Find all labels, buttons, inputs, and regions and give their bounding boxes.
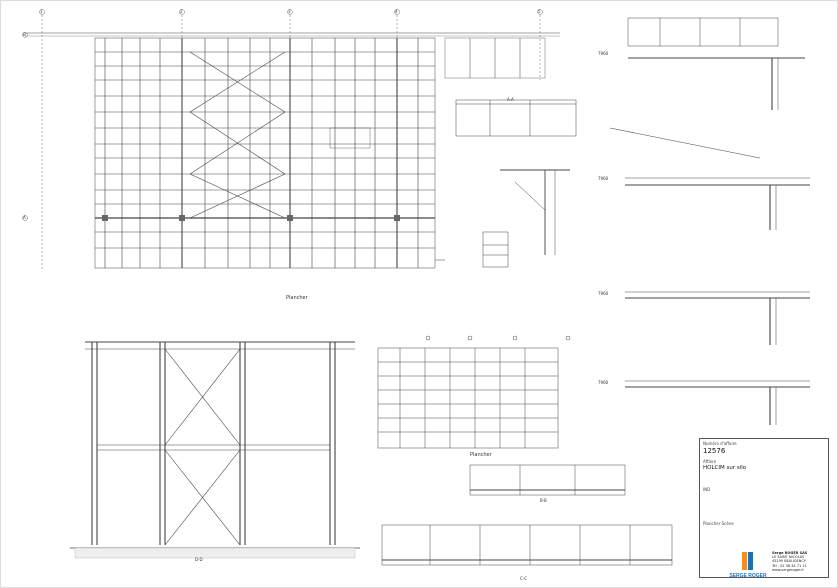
grid-col-2: 2 xyxy=(180,9,183,14)
grid-row-b: B xyxy=(23,32,26,37)
company-addr2: 45190 BEAUGENCY xyxy=(772,559,806,564)
section-c-label: C-C xyxy=(520,576,528,581)
section-d-label: D-D xyxy=(195,557,203,562)
main-plan xyxy=(22,9,560,270)
company-web: www.sergeroger.fr xyxy=(772,567,804,572)
right-sections xyxy=(609,17,810,425)
svg-text:SERGE ROGER: SERGE ROGER xyxy=(729,573,767,579)
grid-col-1: 1 xyxy=(40,9,43,14)
grid-col-5: 5 xyxy=(538,9,541,14)
elevation-3: 7960 xyxy=(598,291,609,296)
company-addr1: LE SAINT NICOLAS xyxy=(772,555,805,560)
project-number: 12576 xyxy=(703,447,726,455)
small-plan-title: Plancher xyxy=(470,452,492,458)
company-address: Serge ROGER SAS LE SAINT NICOLAS 45190 B… xyxy=(772,551,807,572)
company-logo: SERGE ROGER xyxy=(729,552,767,579)
section-a-label: A-A xyxy=(507,97,514,102)
grid-col-3: 3 xyxy=(288,9,291,14)
strip-sections xyxy=(381,464,673,566)
detail-sections xyxy=(455,99,577,268)
revision: IND xyxy=(703,487,711,492)
company-name: Serge ROGER SAS xyxy=(772,551,808,555)
small-plan xyxy=(377,335,571,449)
grid-col-4: 4 xyxy=(395,9,398,14)
project-number-label: Numéro d'affaire xyxy=(703,441,737,446)
main-plan-title: Plancher xyxy=(286,295,308,301)
title-block: Numéro d'affaire 12576 Affaire HOLCIM su… xyxy=(699,438,829,578)
section-b-label: B-B xyxy=(540,498,547,503)
front-elevation xyxy=(70,341,360,559)
client-label: Affaire xyxy=(703,459,717,464)
elevation-1: 7960 xyxy=(598,51,609,56)
project-name: HOLCIM sur silo xyxy=(703,465,747,471)
company-phone: Tél : 02 38 44 71 21 xyxy=(772,563,807,568)
elevation-4: 7960 xyxy=(598,380,609,385)
elevation-2: 7960 xyxy=(598,176,609,181)
drawing-title: Plancher Scène xyxy=(703,521,734,526)
grid-row-a: A xyxy=(23,215,26,220)
